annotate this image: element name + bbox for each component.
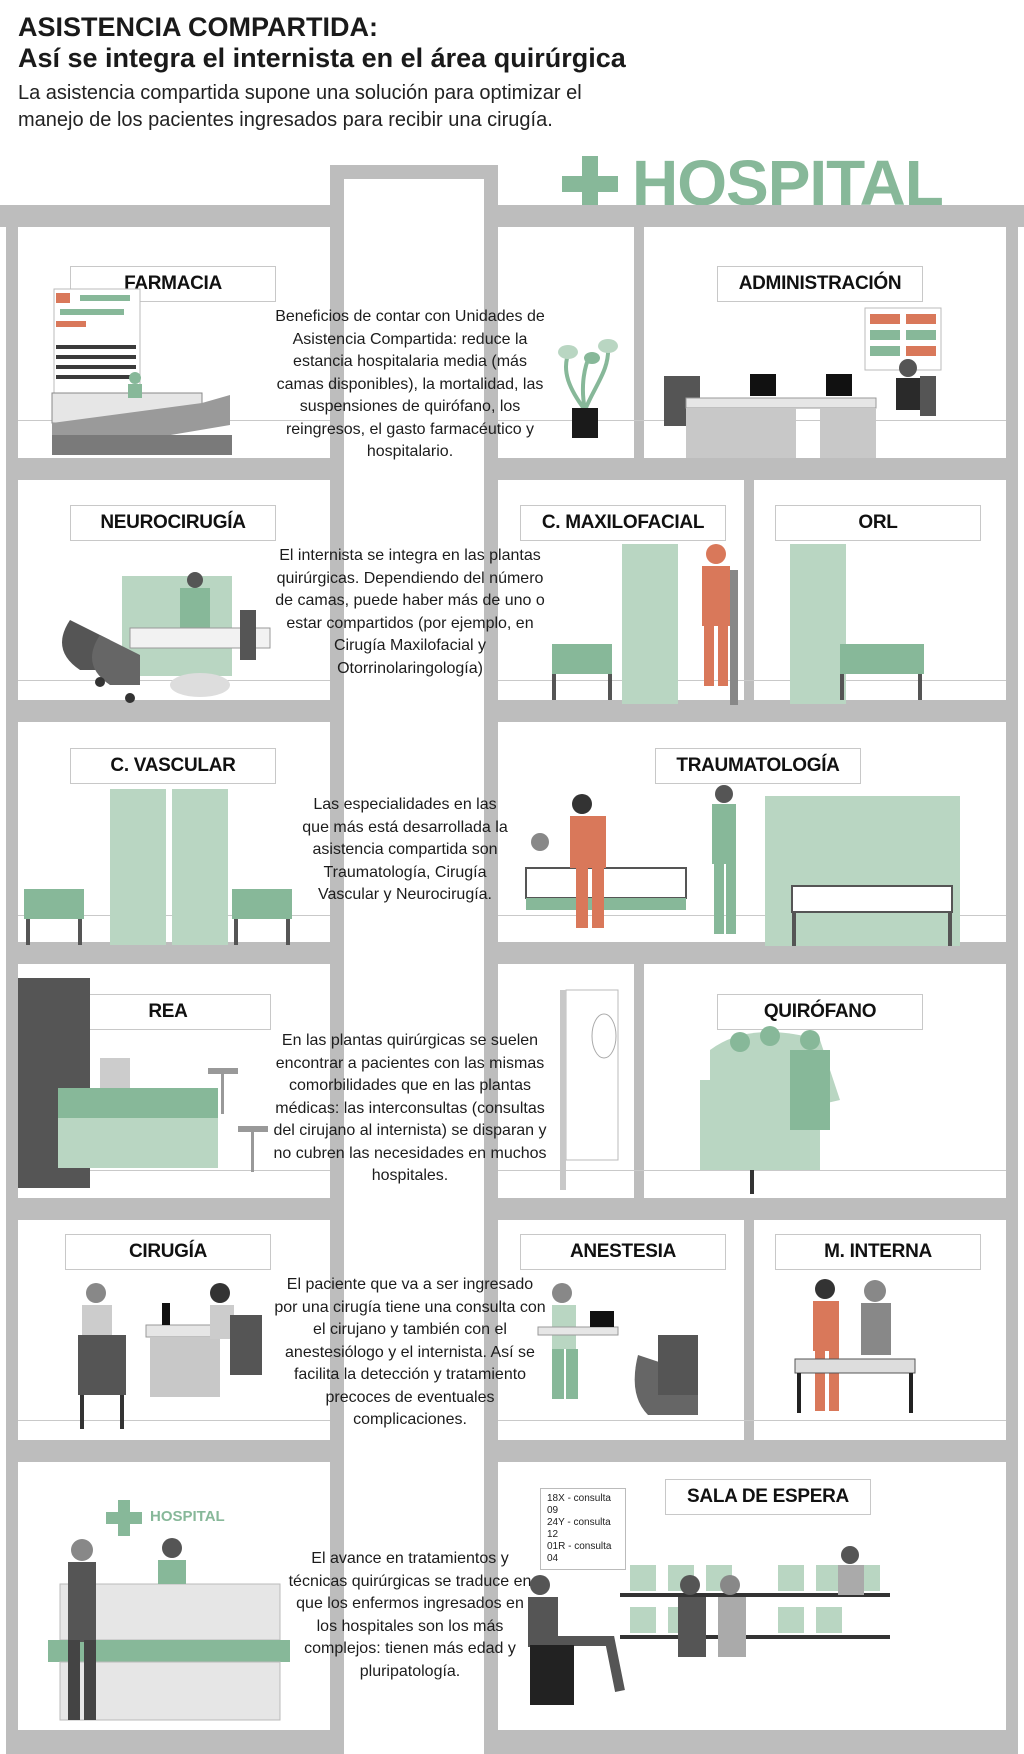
info-complexity: El avance en tratamientos y técnicas qui… [288, 1550, 532, 1680]
info-benefits: Beneficios de contar con Unidades de Asi… [275, 308, 545, 460]
traumatology-illustration [525, 785, 960, 946]
room-label-administracion: ADMINISTRACIÓN [717, 266, 923, 302]
plant-illustration [558, 339, 618, 438]
info-specialties: Las especialidades en las que más está d… [302, 796, 508, 903]
administration-illustration [664, 307, 942, 458]
anesthesia-illustration [537, 1283, 698, 1415]
info-comorbidities: En las plantas quirúrgicas se suelen enc… [273, 1032, 547, 1184]
reception-plus-icon [106, 1500, 142, 1536]
room-label-orl: ORL [775, 505, 981, 541]
info-consultation: El paciente que va a ser ingresado por u… [274, 1276, 546, 1428]
room-label-vascular: C. VASCULAR [70, 748, 276, 784]
plus-icon [562, 156, 618, 212]
info-integration: El internista se integra en las plantas … [275, 547, 545, 677]
page-title: ASISTENCIA COMPARTIDA: Así se integra el… [18, 12, 658, 74]
waiting-sign-line: 01R - consulta 04 [547, 1541, 612, 1564]
waiting-sign-line: 24Y - consulta 12 [547, 1517, 611, 1540]
pharmacy-illustration [51, 288, 232, 455]
room-label-m-interna: M. INTERNA [775, 1234, 981, 1270]
waiting-room-illustration [528, 1546, 890, 1705]
room-label-neurocirugia: NEUROCIRUGÍA [70, 505, 276, 541]
rea-illustration [18, 978, 268, 1188]
title-line-2: Así se integra el internista en el área … [18, 43, 626, 73]
reception-sign-text: HOSPITAL [150, 1508, 225, 1525]
neurosurgery-illustration [62, 572, 271, 703]
room-label-cirugia: CIRUGÍA [65, 1234, 271, 1270]
internal-medicine-illustration [794, 1279, 916, 1413]
orl-illustration [790, 544, 924, 704]
room-label-quirofano: QUIRÓFANO [717, 994, 923, 1030]
waiting-sign-line: 18X - consulta 09 [547, 1493, 611, 1516]
waiting-room-sign: 18X - consulta 09 24Y - consulta 12 01R … [540, 1488, 626, 1570]
reception-illustration [48, 1538, 290, 1721]
maxilofacial-illustration [552, 544, 738, 705]
vascular-illustration [24, 789, 292, 945]
room-label-sala-espera: SALA DE ESPERA [665, 1479, 871, 1515]
page-subtitle: La asistencia compartida supone una solu… [18, 82, 582, 131]
room-label-traumatologia: TRAUMATOLOGÍA [655, 748, 861, 784]
operating-room-illustration [560, 989, 840, 1194]
room-label-rea: REA [65, 994, 271, 1030]
room-label-maxilofacial: C. MAXILOFACIAL [520, 505, 726, 541]
surgery-consult-illustration [78, 1283, 262, 1429]
title-line-1: ASISTENCIA COMPARTIDA: [18, 12, 378, 42]
room-label-anestesia: ANESTESIA [520, 1234, 726, 1270]
